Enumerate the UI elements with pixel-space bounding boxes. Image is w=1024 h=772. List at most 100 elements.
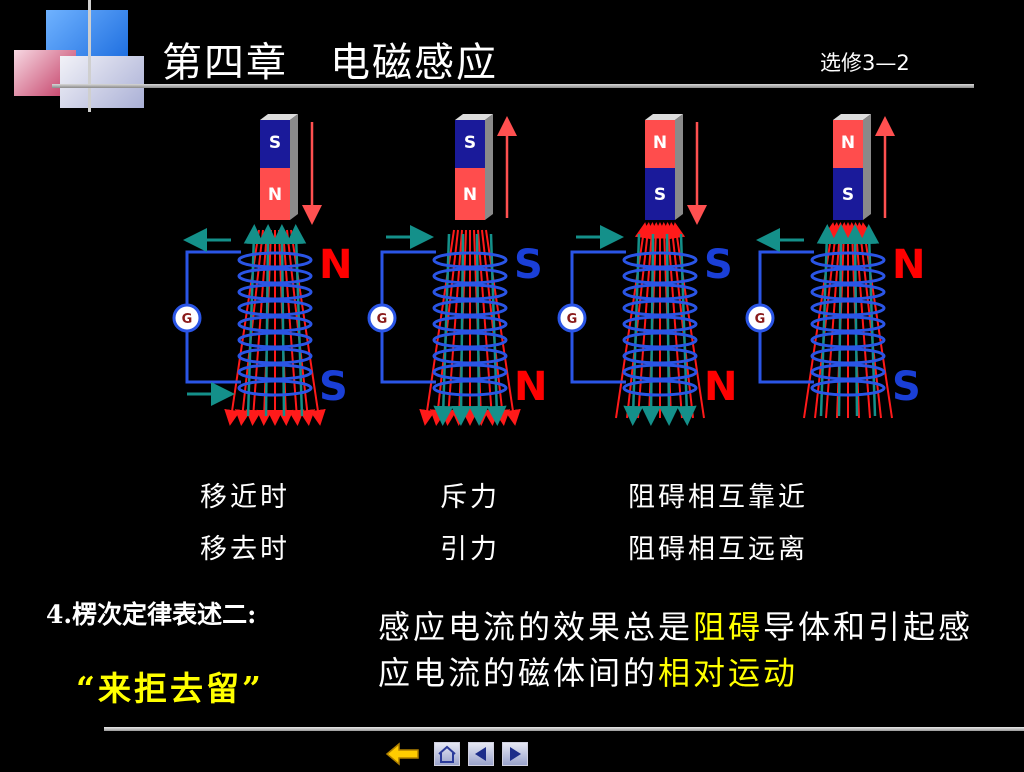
coil-turn: [810, 267, 886, 285]
galvanometer: [557, 303, 587, 333]
coil-top-pole-label: S: [514, 242, 543, 288]
coil-turn: [810, 347, 886, 365]
field-line-magnet: [440, 229, 463, 426]
slide-subtitle: 选修3—2: [820, 51, 910, 75]
coil-turn: [622, 331, 698, 349]
coil-turn: [432, 315, 508, 333]
field-line-induced: [272, 224, 293, 417]
galvanometer-label: G: [377, 312, 388, 327]
magnet-upper-label: S: [464, 133, 476, 153]
decorative-vertical-rule: [88, 0, 91, 112]
law-label: 4.楞次定律表述二:: [46, 600, 257, 629]
coil-turn: [432, 379, 508, 397]
magnet-upper-label: N: [653, 133, 667, 153]
return-icon[interactable]: [384, 740, 422, 768]
magnet-side-face: [863, 114, 871, 220]
magnet-lower-label: S: [842, 185, 854, 205]
coil-turn: [622, 283, 698, 301]
bottom-divider: [104, 727, 1024, 731]
magnet-lower-pole: [260, 168, 290, 220]
coil-turn: [237, 299, 313, 317]
field-line-magnet: [286, 229, 316, 426]
coil-turn: [432, 331, 508, 349]
home-icon[interactable]: [434, 742, 460, 766]
top-divider: [52, 84, 974, 88]
magnet-top-face: [833, 114, 871, 120]
field-line-induced: [830, 224, 851, 417]
galvanometer-label: G: [182, 312, 193, 327]
magnet-lower-pole: [833, 168, 863, 220]
row1-condition: 移近时: [200, 482, 290, 513]
coil-turn: [432, 347, 508, 365]
magnet-lower-label: S: [654, 185, 666, 205]
field-line-induced: [257, 224, 278, 417]
magnet-lower-label: N: [268, 185, 282, 205]
magnet-upper-pole: [260, 120, 290, 168]
field-line-magnet: [282, 229, 305, 426]
statement-text-1: 感应电流的效果总是: [378, 608, 694, 646]
slide-title: 第四章 电磁感应: [162, 40, 498, 86]
coil-top-pole-label: N: [892, 242, 925, 288]
coil-turn: [237, 347, 313, 365]
field-line-magnet: [852, 222, 882, 419]
magnet-upper-label: S: [269, 133, 281, 153]
field-line-magnet: [626, 222, 656, 419]
coil-turn: [622, 315, 698, 333]
galvanometer: [745, 303, 775, 333]
coil-bottom-pole-label: N: [514, 364, 547, 410]
magnet-top-face: [645, 114, 683, 120]
coil-turn: [237, 315, 313, 333]
galvanometer-label: G: [567, 312, 578, 327]
magnet-side-face: [290, 114, 298, 220]
field-line-magnet: [825, 222, 848, 419]
row2-force: 引力: [440, 534, 500, 565]
law-statement: 感应电流的效果总是阻碍导体和引起感应电流的磁体间的相对运动: [378, 604, 1008, 696]
coil-turn: [432, 299, 508, 317]
magnet-top-face: [260, 114, 298, 120]
field-line-magnet: [429, 229, 459, 426]
law-slogan: “来拒去留”: [76, 669, 264, 708]
statement-text-2: 导体和引起感应电流的磁体间的: [378, 608, 974, 692]
coil-turn: [432, 267, 508, 285]
field-line-induced: [658, 233, 679, 426]
coil-turn: [810, 331, 886, 349]
coil-turn: [622, 267, 698, 285]
field-line-magnet: [664, 222, 694, 419]
statement-highlight-2: 相对运动: [658, 654, 799, 692]
coil-top-pole-label: S: [704, 242, 733, 288]
corner-decoration-lavender: [60, 56, 144, 108]
field-line-induced: [845, 224, 866, 417]
figure-2: S N G S N: [367, 114, 547, 426]
coil-turn: [622, 251, 698, 269]
coil-turn: [237, 331, 313, 349]
magnet-upper-pole: [455, 120, 485, 168]
next-icon[interactable]: [502, 742, 528, 766]
coil-turn: [622, 299, 698, 317]
coil-turn: [432, 283, 508, 301]
statement-highlight-1: 阻碍: [693, 608, 764, 646]
coil-turn: [810, 283, 886, 301]
field-line-magnet: [234, 229, 264, 426]
figure-3: N S G S N: [557, 114, 737, 426]
coil-turn: [432, 251, 508, 269]
coil-turn: [432, 363, 508, 381]
coil-turn: [237, 363, 313, 381]
row2-condition: 移去时: [200, 534, 290, 565]
coil-turn: [810, 315, 886, 333]
magnet-lower-label: N: [463, 185, 477, 205]
coil-turn: [622, 347, 698, 365]
magnet-lower-pole: [455, 168, 485, 220]
galvanometer: [172, 303, 202, 333]
coil-turn: [237, 251, 313, 269]
previous-icon[interactable]: [468, 742, 494, 766]
coil-turn: [622, 379, 698, 397]
row2-effect: 阻碍相互远离: [628, 534, 808, 565]
coil-turn: [810, 379, 886, 397]
coil-bottom-pole-label: N: [704, 364, 737, 410]
coil-bottom-pole-label: S: [319, 364, 348, 410]
magnet-side-face: [485, 114, 493, 220]
field-line-induced: [451, 233, 472, 426]
